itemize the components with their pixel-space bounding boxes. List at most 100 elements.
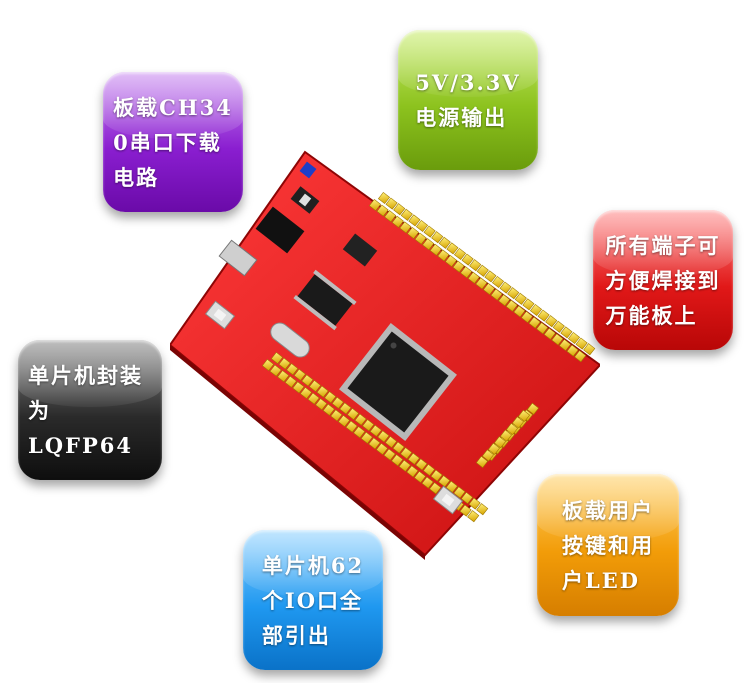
- header-pin: [337, 414, 351, 428]
- header-pin: [453, 486, 466, 499]
- header-pin: [422, 238, 435, 251]
- header-pin: [293, 368, 306, 381]
- header-pin: [444, 254, 458, 268]
- header-pin: [543, 327, 556, 340]
- header-pin: [475, 277, 488, 290]
- header-pin: [567, 331, 581, 345]
- feature-tile-ch340: 板载CH34 0串口下载 电路: [103, 72, 243, 212]
- header-pin: [517, 409, 531, 422]
- header-pin: [393, 203, 406, 216]
- header-pin: [384, 210, 397, 223]
- header-pin: [522, 298, 535, 311]
- header-pin: [437, 249, 450, 262]
- header-pin: [520, 310, 534, 324]
- header-pin: [487, 442, 501, 455]
- tile-text-power-output: 5V/3.3V 电源输出: [415, 70, 521, 130]
- feature-tile-terminals: 所有端子可 方便焊接到 万能板上: [593, 210, 733, 350]
- header-pin: [481, 449, 495, 462]
- pin-header-right: [475, 402, 540, 469]
- header-pin: [385, 197, 398, 210]
- header-pin: [368, 437, 381, 450]
- header-pin: [377, 191, 391, 205]
- user-button: [432, 485, 464, 515]
- header-pin: [407, 452, 420, 465]
- header-pin: [528, 316, 541, 329]
- header-pin: [284, 375, 297, 388]
- header-pin: [299, 386, 313, 400]
- header-pin: [316, 385, 329, 398]
- header-pin: [400, 208, 413, 221]
- header-pin: [438, 475, 451, 488]
- voltage-regulator: [342, 233, 378, 267]
- header-pin: [376, 204, 389, 217]
- header-pin: [460, 266, 473, 279]
- header-pin: [346, 407, 360, 421]
- header-pin: [331, 396, 344, 409]
- header-pin: [360, 431, 373, 444]
- header-pin: [490, 288, 503, 301]
- header-pin: [536, 322, 549, 335]
- header-pin: [269, 364, 282, 377]
- header-pin: [324, 391, 337, 404]
- header-pin: [392, 441, 405, 454]
- power-jack: [255, 206, 305, 254]
- header-pin: [491, 275, 505, 289]
- header-pin: [468, 497, 481, 510]
- header-pin: [529, 303, 543, 317]
- header-pin: [431, 231, 444, 244]
- header-pin: [574, 350, 587, 363]
- header-pin: [399, 221, 412, 234]
- header-pin: [430, 469, 443, 482]
- feature-tile-power-output: 5V/3.3V 电源输出: [398, 30, 538, 170]
- header-pin: [566, 344, 579, 357]
- header-pin: [330, 409, 343, 422]
- header-pin: [270, 351, 284, 365]
- header-pin: [499, 429, 513, 442]
- header-pin: [575, 337, 588, 350]
- header-pin: [308, 379, 322, 393]
- header-pin: [545, 315, 558, 328]
- pcb-edge: [170, 345, 425, 560]
- header-pin: [505, 299, 518, 312]
- header-pin: [375, 442, 389, 456]
- header-pin: [322, 403, 335, 416]
- header-pin: [339, 402, 352, 415]
- header-pin: [583, 343, 596, 356]
- header-pin: [558, 338, 572, 352]
- header-pin: [391, 454, 404, 467]
- header-pin: [278, 357, 291, 370]
- header-pin: [498, 294, 511, 307]
- header-pin: [438, 236, 451, 249]
- header-pin: [362, 419, 375, 432]
- tile-text-user-button-led: 板载用户 按键和用 户LED: [562, 497, 654, 593]
- ch340-chip: [293, 269, 357, 331]
- header-pin: [345, 420, 358, 433]
- header-pin: [467, 510, 480, 523]
- header-pin: [467, 271, 480, 284]
- header-pin: [476, 264, 489, 277]
- header-pin: [369, 424, 382, 437]
- header-pin: [301, 374, 314, 387]
- header-pin: [406, 226, 420, 240]
- header-pin: [453, 247, 467, 261]
- header-pin: [429, 243, 442, 256]
- header-pin: [514, 292, 527, 305]
- header-pin: [552, 320, 565, 333]
- header-pin: [398, 459, 411, 472]
- header-pin: [368, 198, 382, 212]
- reset-button: [204, 300, 236, 330]
- header-pin: [460, 491, 474, 505]
- header-pin: [526, 402, 540, 415]
- header-pin: [537, 309, 550, 322]
- header-pin: [505, 422, 519, 436]
- header-pin: [286, 363, 299, 376]
- header-pin: [413, 470, 427, 484]
- header-pin: [511, 416, 525, 429]
- header-pin: [422, 463, 436, 477]
- header-pin: [484, 270, 497, 283]
- header-pin: [421, 476, 434, 489]
- header-pin: [482, 282, 496, 296]
- header-pin: [415, 458, 428, 471]
- crystal-oscillator: [270, 322, 310, 358]
- header-pin: [384, 435, 398, 449]
